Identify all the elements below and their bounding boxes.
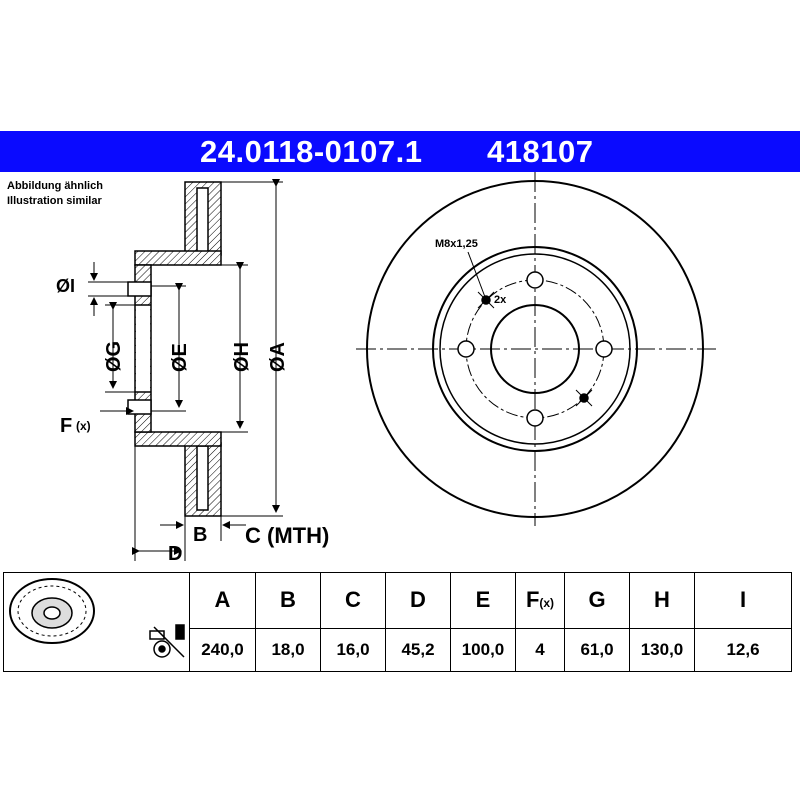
title-banner: 24.0118-0107.1 418107 [0,131,800,172]
reference-number: 418107 [487,134,594,169]
value-E: 100,0 [450,627,516,673]
header-F: F(x) [515,572,565,629]
stud-hole-left [457,340,475,358]
count-label: 2x [494,294,507,306]
label-dim-G: ØG [103,341,125,372]
section-labels: ØI ØG ØE ØH ØA F (x) B C (MTH) D [56,276,329,565]
label-dim-B: B [193,524,207,546]
section-dimensions [88,179,283,561]
friction-inner-edge [432,246,638,452]
thumbnail-cell [3,572,190,672]
stud-hole-bottom [526,409,544,427]
wrench-icon [149,624,185,658]
label-dim-F: F [60,415,72,437]
cooling-vane-top [196,187,209,253]
stud-hole-right [595,340,613,358]
disc-thumbnail [9,578,185,658]
technical-drawing: ØI ØG ØE ØH ØA F (x) B C (MTH) D M8x1,25… [56,172,716,565]
thumb-disc-outer [9,578,95,644]
value-B: 18,0 [255,627,321,673]
illustration-note: Abbildung ähnlich Illustration similar [7,179,103,209]
front-view [356,172,716,526]
header-A: A [189,572,256,629]
header-B: B [255,572,321,629]
header-F-sub: (x) [539,596,555,611]
note-german: Abbildung ähnlich [7,180,103,192]
value-H: 130,0 [629,627,695,673]
value-C: 16,0 [320,627,386,673]
header-D: D [385,572,451,629]
value-F: 4 [515,627,565,673]
label-dim-H: ØH [231,342,253,372]
thread-leader [467,251,486,298]
label-dim-D: D [168,543,182,565]
stud-hole-top [526,271,544,289]
thumb-bore [43,606,61,620]
outer-edge [366,180,704,518]
hat-bottom [134,431,222,447]
label-dim-F-sub: (x) [76,419,91,433]
note-english: Illustration similar [7,195,102,207]
part-number: 24.0118-0107.1 [200,134,423,169]
label-dim-E: ØE [169,343,191,372]
header-E: E [450,572,516,629]
front-labels: M8x1,25 2x [435,238,507,306]
label-dim-I: ØI [56,276,75,296]
value-I: 12,6 [694,627,792,673]
header-I: I [694,572,792,629]
center-bore [490,304,580,394]
hat-outer-edge [439,253,631,445]
bolt-hole-lower [127,399,152,415]
cooling-vane-bottom [196,445,209,511]
value-A: 240,0 [189,627,256,673]
value-G: 61,0 [564,627,630,673]
header-F-letter: F [525,587,540,613]
cross-section-view [127,181,222,517]
label-dim-A: ØA [267,342,289,372]
header-H: H [629,572,695,629]
label-dim-C: C (MTH) [245,523,329,548]
thumb-disc-vanes [17,585,87,637]
specs-table: A B C D E F(x) G H I 240,0 18,0 16,0 45,… [3,572,792,673]
thread-label: M8x1,25 [435,238,478,250]
bolt-hole [127,281,152,297]
hat-top [134,250,222,266]
header-G: G [564,572,630,629]
value-D: 45,2 [385,627,451,673]
header-C: C [320,572,386,629]
